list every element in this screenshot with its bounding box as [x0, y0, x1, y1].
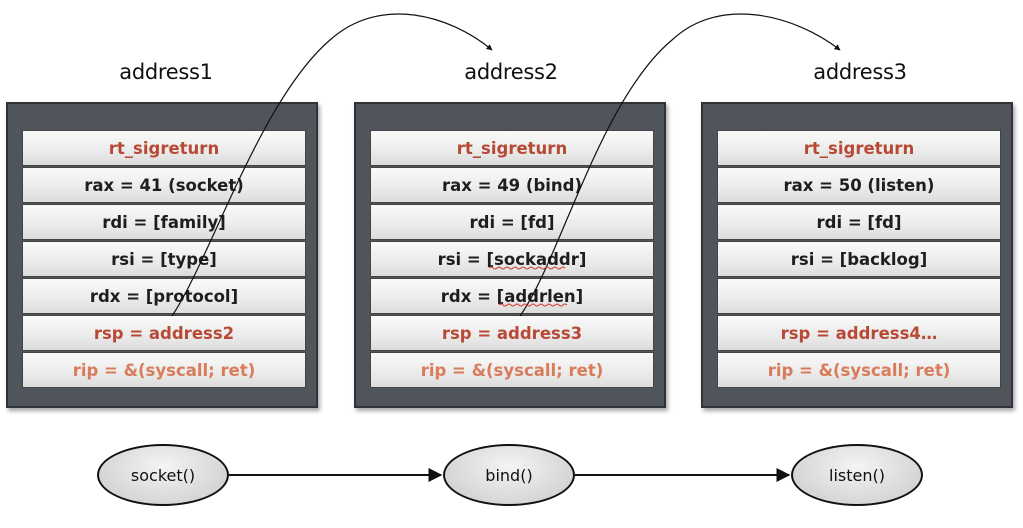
cell-rdx: rdx = [protocol]: [22, 278, 306, 314]
call-node-listen: listen(): [791, 444, 923, 506]
sigreturn-frame-2: rt_sigreturn rax = 49 (bind) rdi = [fd] …: [354, 102, 666, 408]
cell-rdi: rdi = [fd]: [717, 204, 1001, 240]
cell-rdx-empty: [717, 278, 1001, 314]
cell-rip: rip = &(syscall; ret): [717, 352, 1001, 388]
cell-rax: rax = 41 (socket): [22, 167, 306, 203]
cell-rsp: rsp = address3: [370, 315, 654, 351]
frame-title-address2: address2: [464, 60, 558, 84]
cell-rdx: rdx = [addrlen]: [370, 278, 654, 314]
cell-rdi: rdi = [family]: [22, 204, 306, 240]
cell-sigreturn: rt_sigreturn: [370, 130, 654, 166]
frame-title-address3: address3: [813, 60, 907, 84]
cell-rsi: rsi = [backlog]: [717, 241, 1001, 277]
sigreturn-frame-1: rt_sigreturn rax = 41 (socket) rdi = [fa…: [6, 102, 318, 408]
cell-sigreturn: rt_sigreturn: [717, 130, 1001, 166]
frame-title-address1: address1: [119, 60, 213, 84]
cell-rsi: rsi = [sockaddr]: [370, 241, 654, 277]
call-node-socket: socket(): [97, 444, 229, 506]
cell-rsp: rsp = address4…: [717, 315, 1001, 351]
cell-rip: rip = &(syscall; ret): [370, 352, 654, 388]
cell-rax: rax = 49 (bind): [370, 167, 654, 203]
call-node-bind: bind(): [443, 444, 575, 506]
cell-rip: rip = &(syscall; ret): [22, 352, 306, 388]
cell-rsi: rsi = [type]: [22, 241, 306, 277]
cell-sigreturn: rt_sigreturn: [22, 130, 306, 166]
sigreturn-frame-3: rt_sigreturn rax = 50 (listen) rdi = [fd…: [701, 102, 1013, 408]
cell-rdi: rdi = [fd]: [370, 204, 654, 240]
cell-rax: rax = 50 (listen): [717, 167, 1001, 203]
cell-rsp: rsp = address2: [22, 315, 306, 351]
